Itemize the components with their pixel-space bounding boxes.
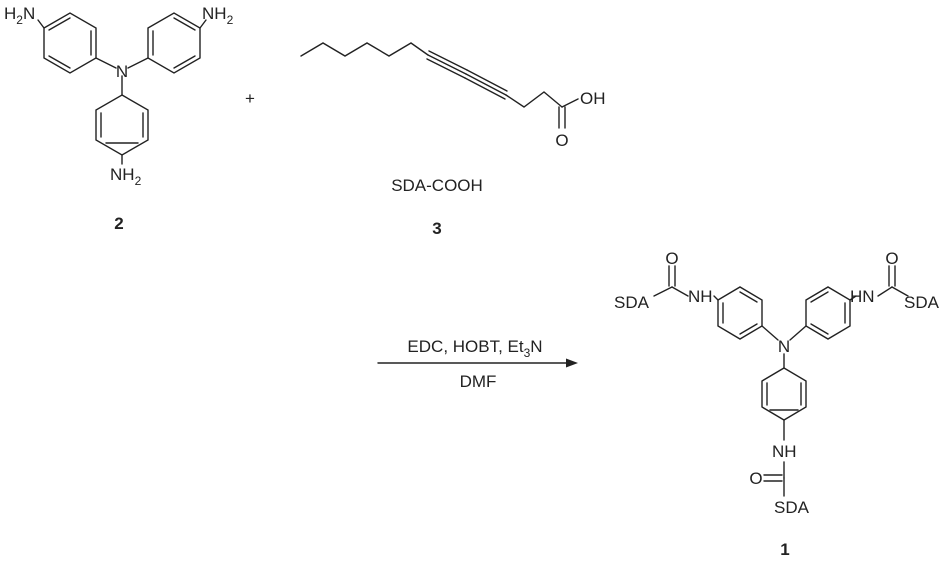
compound-1-left-sda: SDA — [614, 293, 650, 312]
compound-2-amine-top-right: NH2 — [202, 4, 234, 27]
plus-sign: + — [245, 89, 255, 108]
compound-1-bonds — [653, 265, 909, 497]
compound-1-central-n: N — [778, 337, 790, 356]
compound-2-amine-bottom: NH2 — [110, 165, 142, 188]
compound-3-bonds — [300, 42, 579, 129]
reaction-reagents: EDC, HOBT, Et3N — [407, 337, 542, 360]
compound-2-structure: N H2N NH2 NH2 2 — [4, 4, 234, 233]
compound-1-bottom-o: O — [749, 469, 762, 488]
compound-2-number: 2 — [114, 214, 123, 233]
reaction-solvent: DMF — [460, 372, 497, 391]
compound-3-name: SDA-COOH — [391, 176, 483, 195]
compound-1-right-sda: SDA — [904, 293, 940, 312]
compound-1-structure: N O SDA NH O HN SDA NH O SDA 1 — [614, 249, 940, 559]
reaction-arrow-group: EDC, HOBT, Et3N DMF — [377, 337, 578, 391]
compound-3-structure: OH O SDA-COOH 3 — [300, 42, 606, 238]
compound-1-left-nh: NH — [688, 287, 713, 306]
compound-1-left-o: O — [665, 249, 678, 268]
compound-1-right-o: O — [885, 249, 898, 268]
compound-3-number: 3 — [432, 219, 441, 238]
compound-3-oh: OH — [580, 89, 606, 108]
compound-3-carbonyl-o: O — [555, 131, 568, 150]
reaction-arrowhead — [566, 358, 578, 368]
compound-1-right-hn: HN — [850, 287, 875, 306]
compound-1-number: 1 — [780, 540, 789, 559]
compound-2-central-n: N — [116, 62, 128, 81]
compound-2-amine-top-left: H2N — [4, 4, 35, 27]
compound-2-bonds — [37, 12, 207, 165]
compound-1-bottom-sda: SDA — [774, 498, 810, 517]
compound-1-bottom-nh: NH — [772, 442, 797, 461]
